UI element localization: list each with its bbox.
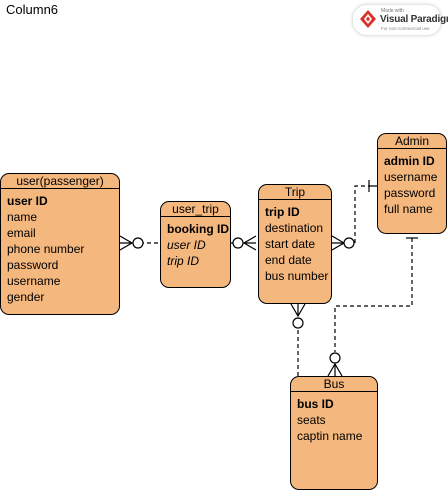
- connector-admin-to-bus[interactable]: [334, 238, 413, 352]
- optional-circle-trip-bottom: [292, 317, 304, 329]
- attribute-bus-number: bus number: [265, 269, 329, 283]
- one-bar-admin-end: [368, 180, 377, 192]
- entity-user-passenger-title: user(passenger): [1, 174, 119, 189]
- optional-circle-trip-end: [343, 237, 355, 249]
- attribute-username: username: [7, 274, 61, 288]
- attribute-email: email: [7, 226, 36, 240]
- attribute-admin-username: username: [384, 170, 438, 184]
- crows-foot-trip-end: [331, 235, 346, 251]
- crows-foot-user-end: [119, 235, 134, 251]
- attribute-start-date: start date: [265, 237, 316, 251]
- attribute-bus-id: bus ID: [297, 397, 334, 411]
- attribute-admin-id: admin ID: [384, 154, 435, 168]
- crows-foot-trip-bottom: [290, 303, 306, 318]
- entity-admin-title: Admin: [378, 134, 446, 149]
- badge-license-text: For non-commercial use: [381, 26, 430, 31]
- entity-user-trip-title: user_trip: [161, 202, 230, 217]
- entity-bus[interactable]: Bus bus ID seats captin name: [290, 376, 378, 490]
- attribute-name: name: [7, 210, 38, 224]
- optional-circle-user-trip-end: [232, 237, 244, 249]
- entity-trip-title: Trip: [259, 185, 331, 200]
- crows-foot-user-trip-end: [242, 235, 257, 251]
- attribute-gender: gender: [7, 290, 45, 304]
- entity-user-passenger[interactable]: user(passenger) user ID name email phone…: [0, 173, 120, 315]
- attribute-end-date: end date: [265, 253, 312, 267]
- attribute-phone-number: phone number: [7, 242, 85, 256]
- badge-brand-text: Visual Paradigm: [380, 14, 448, 25]
- entity-trip[interactable]: Trip trip ID destination start date end …: [258, 184, 332, 304]
- diagram-title: Column6: [6, 2, 59, 17]
- entity-admin[interactable]: Admin admin ID username password full na…: [377, 133, 447, 234]
- optional-circle-bus-top: [329, 352, 341, 364]
- badge-made-with-text: Made with: [381, 8, 404, 14]
- attribute-full-name: full name: [384, 202, 433, 216]
- attribute-destination: destination: [265, 221, 324, 235]
- attribute-trip-id-fk: trip ID: [167, 254, 200, 268]
- attribute-admin-password: password: [384, 186, 436, 200]
- connector-trip-to-admin[interactable]: [354, 185, 370, 243]
- attribute-captin-name: captin name: [297, 429, 363, 443]
- entity-bus-title: Bus: [291, 377, 377, 392]
- attribute-user-id: user ID: [7, 194, 48, 208]
- attribute-booking-id: booking ID: [167, 222, 229, 236]
- attribute-trip-id: trip ID: [265, 205, 300, 219]
- made-with-badge[interactable]: Made with Visual Paradigm For non-commer…: [352, 4, 448, 36]
- visual-paradigm-logo-icon: [360, 10, 376, 28]
- crows-foot-bus-top: [327, 362, 343, 377]
- attribute-user-id-fk: user ID: [167, 238, 206, 252]
- attribute-seats: seats: [297, 413, 326, 427]
- entity-user-trip[interactable]: user_trip booking ID user ID trip ID: [160, 201, 231, 288]
- optional-circle-user-end: [132, 237, 144, 249]
- attribute-password: password: [7, 258, 59, 272]
